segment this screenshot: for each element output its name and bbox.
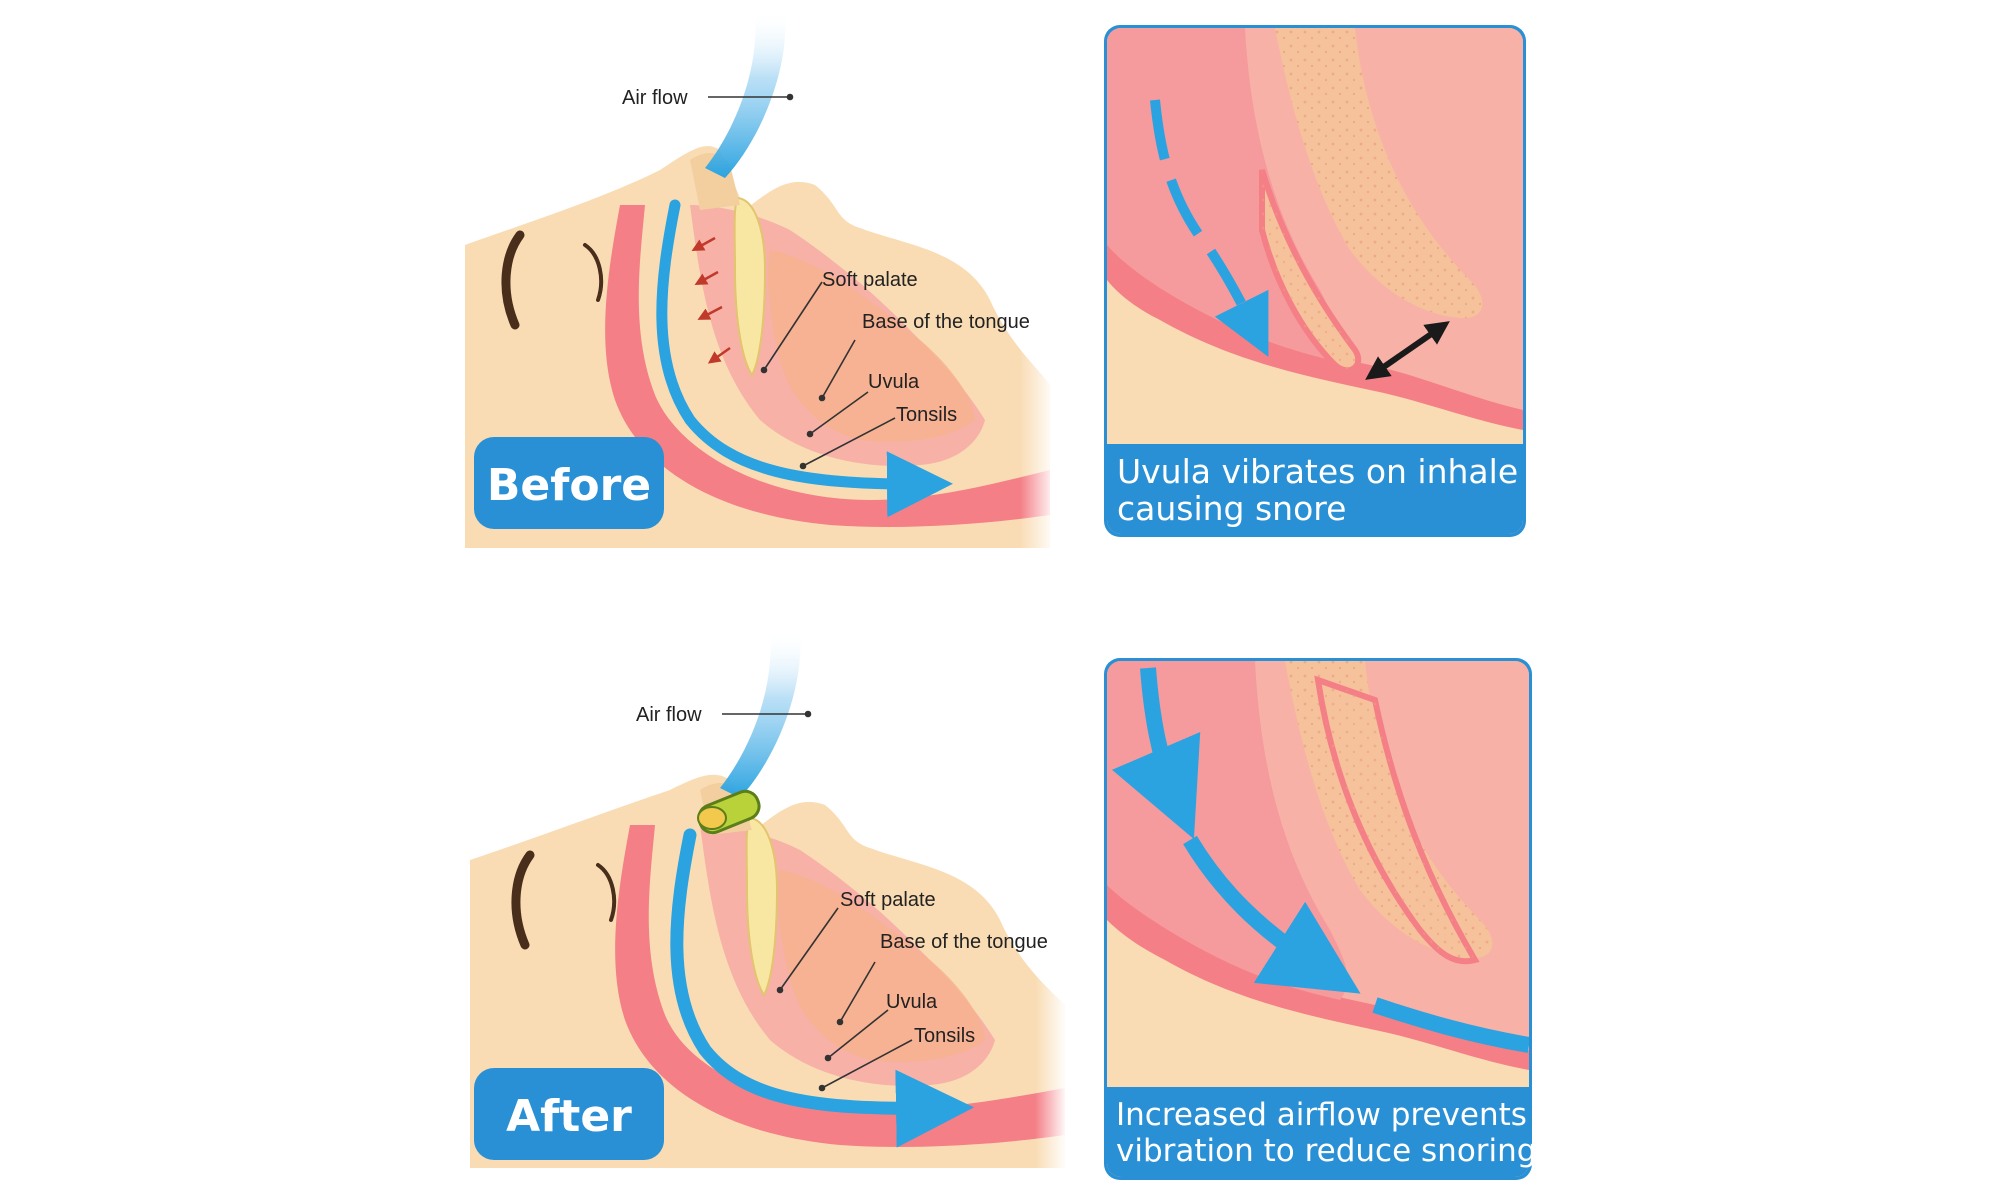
after-label-tonsils: Tonsils [914, 1025, 975, 1047]
before-eyelid-icon [583, 243, 604, 302]
before-badge-label: Before [487, 460, 651, 511]
after-label-base-of-tongue: Base of the tongue [880, 931, 1048, 953]
before-tongue [768, 250, 975, 442]
after-closeup-panel: Increased airflow prevents vibration to … [1104, 658, 1536, 1180]
after-label-air-flow: Air flow [636, 704, 702, 726]
before-label-soft-palate: Soft palate [822, 269, 918, 291]
after-caption-line1: Increased airflow prevents [1116, 1097, 1527, 1133]
after-badge-label: After [506, 1091, 632, 1142]
after-leader-lines [722, 710, 913, 1092]
before-pressure-arrow-icon [691, 236, 731, 364]
after-closeup-airflow-arrow-icon [1111, 667, 1201, 840]
before-caption-line2: causing snore [1117, 489, 1346, 528]
after-airway-outer [615, 825, 1065, 1147]
after-caption-line2: vibration to reduce snoring [1116, 1133, 1536, 1169]
before-label-uvula: Uvula [868, 371, 920, 393]
before-airflow-arrow-icon [656, 199, 953, 518]
before-label-base-of-tongue: Base of the tongue [862, 311, 1030, 333]
after-eyelid-icon [596, 863, 617, 922]
after-label-soft-palate: Soft palate [840, 889, 936, 911]
after-airflow-arrow-icon [670, 828, 974, 1148]
after-soft-palate [745, 816, 779, 997]
after-badge: After [474, 1068, 664, 1160]
before-closeup-airflow-arrow-icon [1150, 99, 1269, 357]
after-closeup-airflow-arrow-2-icon [1183, 835, 1361, 994]
before-airway-outer [605, 205, 1050, 527]
after-nasal-dilator-icon [697, 789, 761, 835]
after-tongue [778, 870, 985, 1062]
before-soft-palate [733, 196, 767, 377]
after-closeup-airflow-arrow-3-icon [1372, 997, 1529, 1053]
before-label-tonsils: Tonsils [896, 404, 957, 426]
before-label-air-flow: Air flow [622, 87, 688, 109]
before-vibration-arrow-icon [1365, 321, 1450, 380]
before-eye-icon [501, 230, 525, 330]
before-badge: Before [474, 437, 664, 529]
before-leader-lines [708, 93, 896, 470]
before-closeup-panel: Uvula vibrates on inhale causing snore [1104, 25, 1526, 537]
before-air-tube [705, 10, 786, 178]
after-label-uvula: Uvula [886, 991, 938, 1013]
before-caption-line1: Uvula vibrates on inhale [1117, 452, 1518, 491]
after-eye-icon [511, 850, 535, 950]
